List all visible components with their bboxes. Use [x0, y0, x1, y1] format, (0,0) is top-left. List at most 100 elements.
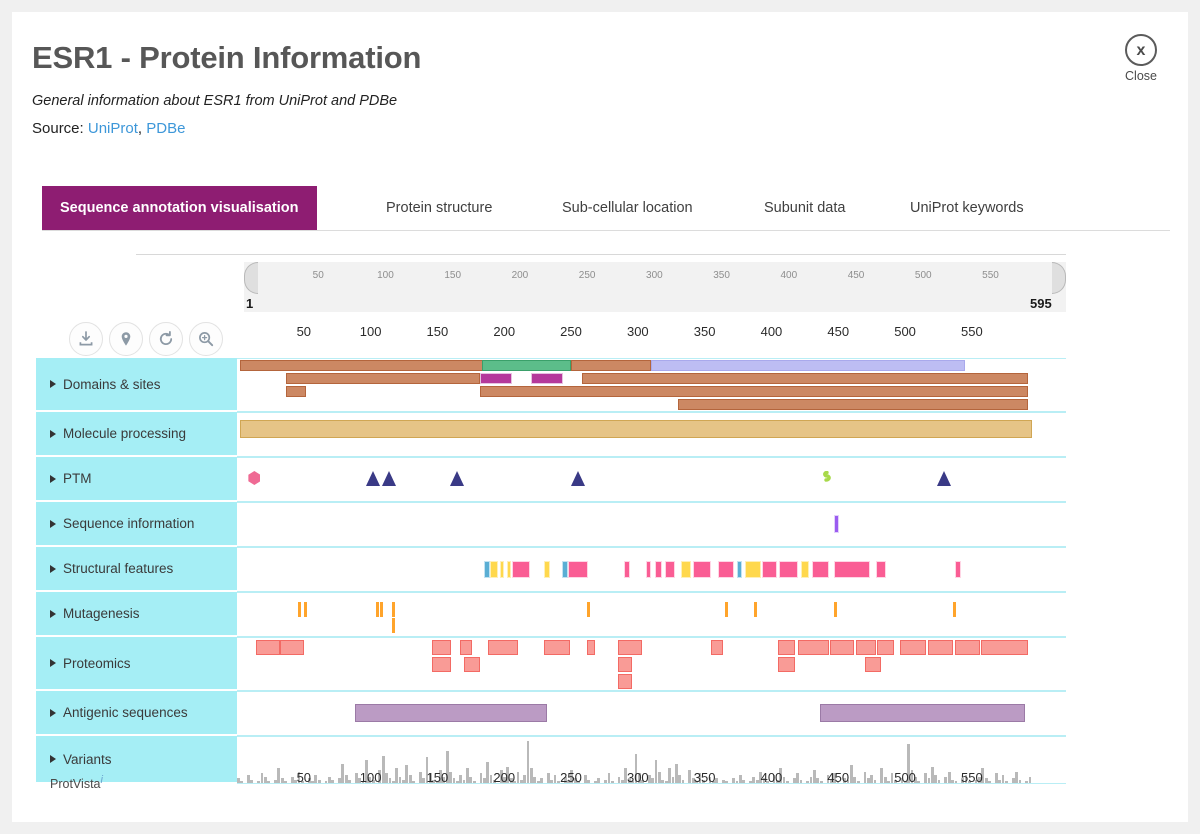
variant-bar[interactable]: [368, 776, 372, 783]
variant-bar[interactable]: [429, 773, 432, 783]
variant-bar[interactable]: [621, 779, 624, 783]
variant-bar[interactable]: [1028, 776, 1032, 783]
variant-bar[interactable]: [924, 773, 927, 783]
variant-bar[interactable]: [516, 771, 520, 783]
track-canvas[interactable]: [237, 736, 1066, 784]
variant-bar[interactable]: [398, 776, 402, 783]
track-label-variants[interactable]: Variants: [36, 736, 237, 784]
variant-bar[interactable]: [681, 779, 685, 783]
variant-bar[interactable]: [594, 781, 597, 783]
variant-bar[interactable]: [944, 776, 948, 783]
variant-bar[interactable]: [324, 781, 328, 783]
structural-strand[interactable]: [744, 561, 761, 578]
variant-bar[interactable]: [833, 773, 837, 783]
variant-bar[interactable]: [381, 755, 385, 783]
variant-bar[interactable]: [550, 779, 554, 783]
proteomics-peptide[interactable]: [778, 657, 796, 672]
variant-bar[interactable]: [530, 768, 533, 783]
variant-bar[interactable]: [432, 779, 436, 783]
variant-bar[interactable]: [772, 774, 776, 783]
variant-bar[interactable]: [988, 781, 991, 783]
variant-bar[interactable]: [654, 760, 658, 783]
variant-bar[interactable]: [385, 773, 388, 783]
track-canvas[interactable]: [237, 637, 1066, 691]
track-label-ptm[interactable]: PTM: [36, 457, 237, 502]
track-label-molecule-processing[interactable]: Molecule processing: [36, 412, 237, 457]
structural-strand[interactable]: [680, 561, 692, 578]
variant-bar[interactable]: [378, 770, 382, 783]
variant-bar[interactable]: [301, 781, 304, 783]
variant-bar[interactable]: [408, 774, 412, 783]
variant-bar[interactable]: [974, 779, 978, 783]
proteomics-peptide[interactable]: [279, 640, 304, 655]
variant-bar[interactable]: [816, 778, 820, 783]
variant-bar[interactable]: [412, 781, 415, 783]
structural-helix[interactable]: [811, 561, 829, 578]
variant-bar[interactable]: [671, 776, 675, 783]
mutagenesis-marker[interactable]: [298, 602, 302, 617]
variant-bar[interactable]: [405, 765, 409, 783]
variant-bar[interactable]: [846, 779, 850, 783]
variant-bar[interactable]: [240, 781, 244, 783]
variant-bar[interactable]: [1015, 771, 1018, 783]
domain-feature[interactable]: [481, 360, 572, 371]
track-canvas[interactable]: [237, 592, 1066, 637]
domain-feature[interactable]: [286, 386, 307, 397]
track-canvas[interactable]: [237, 358, 1066, 412]
variant-bar[interactable]: [907, 744, 911, 783]
variant-bar[interactable]: [274, 779, 277, 783]
variant-bar[interactable]: [883, 776, 887, 783]
variant-bar[interactable]: [647, 774, 651, 783]
structural-helix[interactable]: [645, 561, 652, 578]
variant-bar[interactable]: [792, 778, 796, 783]
variant-bar[interactable]: [617, 776, 621, 783]
variant-bar[interactable]: [567, 779, 570, 783]
variant-bar[interactable]: [439, 770, 442, 783]
variant-bar[interactable]: [732, 778, 735, 783]
variant-bar[interactable]: [661, 779, 665, 783]
variant-bar[interactable]: [954, 781, 958, 783]
variant-bar[interactable]: [523, 774, 527, 783]
variant-bar[interactable]: [984, 778, 988, 783]
variant-bar[interactable]: [863, 771, 867, 783]
ptm-hexagon-marker[interactable]: [248, 471, 261, 485]
variant-bar[interactable]: [836, 781, 840, 783]
ptm-triangle-marker[interactable]: [450, 471, 465, 486]
source-link-pdbe[interactable]: PDBe: [146, 120, 186, 137]
mutagenesis-marker[interactable]: [379, 602, 383, 617]
variant-bar[interactable]: [1005, 781, 1008, 783]
proteomics-peptide[interactable]: [617, 657, 633, 672]
variant-bar[interactable]: [809, 776, 813, 783]
variant-bar[interactable]: [459, 774, 463, 783]
variant-bar[interactable]: [540, 778, 543, 783]
track-canvas[interactable]: [237, 547, 1066, 592]
variant-bar[interactable]: [237, 778, 240, 783]
ptm-triangle-marker[interactable]: [936, 471, 951, 486]
variant-bar[interactable]: [445, 750, 449, 783]
download-icon[interactable]: [69, 322, 103, 356]
nav-track[interactable]: [244, 262, 1066, 312]
variant-bar[interactable]: [637, 773, 641, 783]
variant-bar[interactable]: [472, 781, 476, 783]
variant-bar[interactable]: [658, 771, 661, 783]
variant-bar[interactable]: [260, 773, 264, 783]
proteomics-peptide[interactable]: [255, 640, 280, 655]
track-label-mutagenesis[interactable]: Mutagenesis: [36, 592, 237, 637]
variant-bar[interactable]: [327, 776, 331, 783]
structural-strand[interactable]: [489, 561, 498, 578]
variant-bar[interactable]: [759, 771, 762, 783]
variant-bar[interactable]: [664, 781, 668, 783]
variant-bar[interactable]: [482, 778, 486, 783]
variant-bar[interactable]: [452, 778, 456, 783]
proteomics-peptide[interactable]: [488, 640, 518, 655]
variant-bar[interactable]: [331, 779, 335, 783]
variant-bar[interactable]: [853, 776, 857, 783]
variant-bar[interactable]: [455, 781, 459, 783]
variant-bar[interactable]: [422, 778, 426, 783]
variant-bar[interactable]: [856, 781, 860, 783]
structural-turn[interactable]: [736, 561, 743, 578]
variant-bar[interactable]: [263, 776, 267, 783]
mutagenesis-marker[interactable]: [391, 618, 395, 633]
variant-bar[interactable]: [388, 778, 392, 783]
variant-bar[interactable]: [317, 779, 321, 783]
